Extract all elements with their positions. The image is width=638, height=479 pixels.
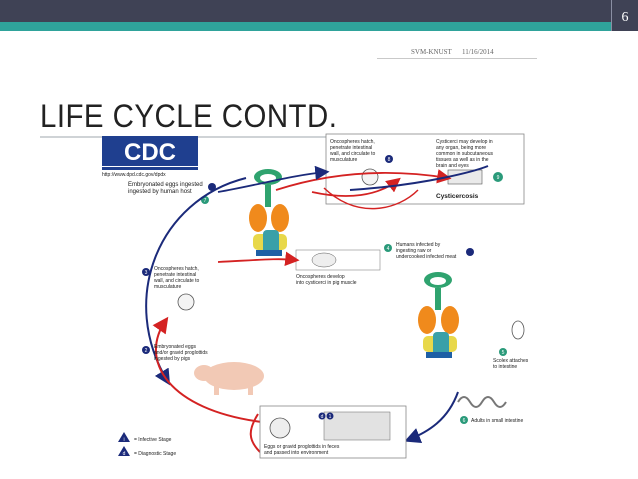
step3-line2: penetrate intestinal [154, 272, 196, 278]
step9-number: 9 [497, 175, 500, 181]
step2-badge [142, 346, 150, 354]
cdc-logo-text: CDC [124, 139, 176, 166]
step9-badge [493, 172, 503, 182]
pig-figure [194, 362, 264, 395]
top-bar [0, 0, 638, 22]
top-accent-bar [0, 22, 638, 31]
step4-line1: Humans infected by [396, 242, 441, 248]
oncosphere-icon [361, 168, 379, 186]
eggs-badge-1 [318, 412, 326, 420]
cyst-right-4: tissues as well as in the [436, 157, 489, 163]
step2-line1: Embryonated eggs [154, 344, 196, 350]
step1-line1: Embryonated eggs ingested [128, 182, 203, 188]
eggs-badge-d [326, 412, 334, 420]
proglottid-icon [323, 411, 391, 441]
step1-infective-badge [208, 183, 216, 191]
arrow-blue-top-right [349, 165, 489, 191]
step3-line4: musculature [154, 284, 181, 290]
cyst-left-3: wall, and circulate to [330, 151, 376, 157]
arrow-red-bottom [249, 413, 261, 453]
cyst-right-2: any organ, being more [436, 145, 486, 151]
step8-number: 8 [388, 157, 391, 163]
human-figure-left [249, 169, 289, 256]
step7-number: 7 [204, 198, 207, 204]
cyst-right-1: Cysticerci may develop in [436, 139, 493, 145]
cdc-url: http://www.dpd.cdc.gov/dpdx [102, 172, 166, 178]
arrow-red-to-cysticercus [275, 169, 452, 191]
eggs-line2: and passed into environment [264, 450, 329, 456]
step4-line3: undercooked infected meat [396, 254, 457, 260]
life-cycle-diagram: CDC http://www.dpd.cdc.gov/dpdx Embryona… [102, 133, 528, 459]
step5-badge [499, 348, 507, 356]
step2-line3: ingested by pigs [154, 356, 191, 362]
legend: i = Infective Stage d = Diagnostic Stage [118, 432, 176, 457]
arrow-red-loop [323, 187, 419, 210]
cyst-left-1: Oncospheres hatch, [330, 139, 375, 145]
arrow-red-to-oncosphere [311, 177, 401, 197]
svg-text:d: d [123, 451, 126, 457]
legend-diagnostic: = Diagnostic Stage [134, 451, 176, 457]
arrow-blue-top [217, 165, 330, 193]
step2-number: 2 [145, 348, 148, 354]
cysticercosis-label: Cysticercosis [436, 193, 479, 200]
step6-badge [460, 416, 468, 424]
scolex-icon [511, 320, 525, 340]
pig-muscle-tissue-box [295, 249, 381, 271]
adult-worm-icon [457, 396, 507, 408]
header-rule [377, 58, 537, 59]
step6-label: Adults in small intestine [471, 418, 523, 424]
step3-line1: Oncospheres hatch, [154, 266, 199, 272]
pig-muscle-line1: Oncospheres develop [296, 274, 345, 280]
step1b-number: 1 [329, 414, 332, 420]
step1-line2: ingested by human host [128, 189, 192, 195]
cyst-right-5: brain and eyes [436, 163, 469, 169]
step3-line3: wall, and circulate to [154, 278, 200, 284]
step4-badge [384, 244, 392, 252]
step4-line2: ingesting raw or [396, 248, 432, 254]
slide-title: LIFE CYCLE CONTD. [40, 98, 338, 134]
arrow-blue-bottom-right [404, 391, 459, 443]
svg-text:d: d [321, 414, 324, 420]
cysticercosis-box [325, 133, 525, 205]
pig-muscle-line2: into cysticerci in pig muscle [296, 280, 357, 286]
arrow-blue-left-arc [145, 177, 247, 386]
presenter-label: SVM-KNUST [411, 48, 452, 56]
cyst-left-4: musculature [330, 157, 357, 163]
step6-number: 6 [463, 418, 466, 424]
cyst-left-2: penetrate intestinal [330, 145, 372, 151]
page-number: 6 [611, 0, 638, 31]
step3-badge [142, 268, 150, 276]
step2-line2: and/or gravid proglottids [154, 350, 208, 356]
arrow-red-to-pig-muscle [217, 251, 300, 266]
step3-number: 3 [145, 270, 148, 276]
cyst-right-3: common in subcutaneous [436, 151, 493, 157]
step5-line2: to intestine [493, 364, 517, 370]
date-label: 11/16/2014 [462, 48, 494, 56]
step4-infective-badge [466, 248, 474, 256]
step5-line1: Scolex attaches [493, 358, 528, 364]
step4-number: 4 [387, 246, 390, 252]
human-figure-right [418, 272, 459, 358]
cdc-logo: CDC [102, 136, 198, 170]
step5-number: 5 [502, 350, 505, 356]
legend-infective: = Infective Stage [134, 437, 172, 443]
arrow-red-left-arc [152, 316, 263, 423]
egg-icon [269, 417, 291, 439]
oncosphere-icon-2 [177, 293, 195, 311]
step8-badge [385, 155, 393, 163]
svg-text:i: i [123, 437, 124, 443]
eggs-line1: Eggs or gravid proglottids in feces [264, 444, 340, 450]
